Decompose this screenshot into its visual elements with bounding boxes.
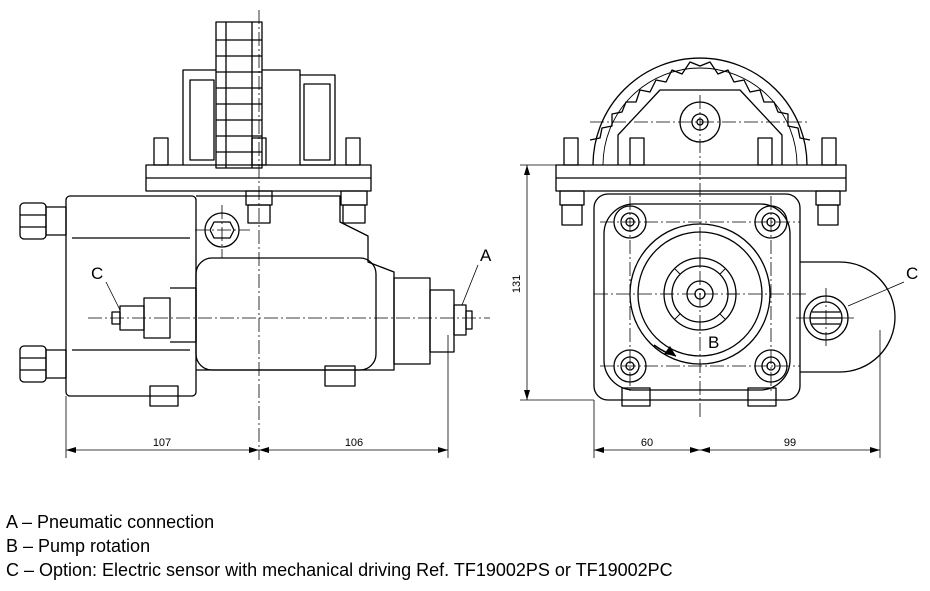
front-gear bbox=[589, 57, 811, 166]
left-bolt-bottom bbox=[19, 345, 67, 383]
technical-drawing: 107 106 A C bbox=[19, 10, 918, 460]
side-gear bbox=[215, 21, 263, 169]
dim-height: 131 bbox=[511, 275, 523, 293]
callout-front-c: C bbox=[906, 264, 918, 283]
callout-front-b: B bbox=[708, 333, 719, 352]
dim-width-a: 60 bbox=[641, 437, 653, 449]
legend-item-b: B – Pump rotation bbox=[6, 536, 151, 556]
legend-item-c: C – Option: Electric sensor with mechani… bbox=[6, 560, 673, 580]
front-view: 131 60 99 C B bbox=[511, 57, 918, 458]
callout-side-c: C bbox=[91, 264, 103, 283]
legend: A – Pneumatic connection B – Pump rotati… bbox=[6, 510, 673, 582]
dim-left-width: 107 bbox=[153, 437, 171, 449]
dim-right-width: 106 bbox=[345, 437, 363, 449]
legend-item-a: A – Pneumatic connection bbox=[6, 512, 215, 532]
side-view: 107 106 A C bbox=[19, 10, 492, 460]
dim-width-b: 99 bbox=[784, 437, 796, 449]
callout-side-a: A bbox=[480, 246, 492, 265]
left-bolt-top bbox=[19, 202, 67, 240]
